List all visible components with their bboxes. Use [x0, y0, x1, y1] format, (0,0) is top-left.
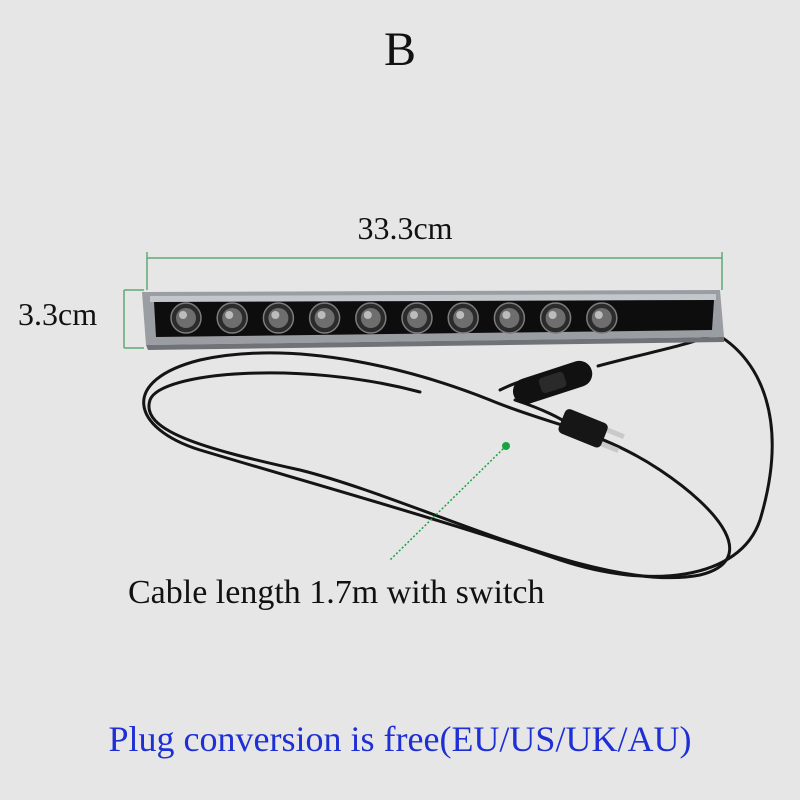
led-module	[539, 302, 572, 334]
variant-label: B	[383, 23, 416, 76]
width-dimension-label: 33.3cm	[357, 210, 453, 246]
led-module	[355, 302, 387, 334]
cable-pointer	[389, 442, 510, 561]
led-module	[308, 302, 341, 334]
power-plug	[558, 409, 625, 453]
inline-switch	[512, 360, 593, 405]
led-module	[586, 302, 618, 334]
led-array	[170, 302, 618, 334]
led-module	[170, 302, 202, 334]
led-module	[216, 302, 248, 334]
plug-conversion-note: Plug conversion is free(EU/US/UK/AU)	[108, 719, 692, 759]
led-module	[493, 302, 526, 334]
width-dimension-line	[146, 252, 723, 290]
power-cable	[142, 333, 774, 580]
cable-length-note: Cable length 1.7m with switch	[128, 574, 545, 611]
led-module	[401, 302, 433, 334]
height-dimension-line	[123, 289, 144, 349]
led-module	[262, 302, 295, 334]
led-bar	[142, 290, 724, 350]
height-dimension-label: 3.3cm	[18, 296, 98, 332]
led-module	[447, 302, 479, 334]
